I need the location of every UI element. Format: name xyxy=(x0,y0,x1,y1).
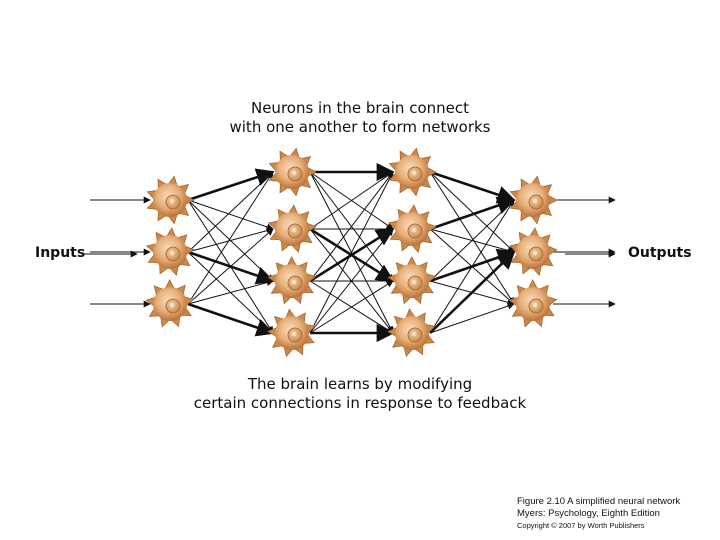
neuron xyxy=(267,308,316,358)
connection xyxy=(309,171,394,230)
connection xyxy=(187,171,274,253)
neuron xyxy=(388,147,437,197)
connection xyxy=(309,228,394,334)
connection xyxy=(187,228,274,305)
neuron xyxy=(267,204,317,253)
connection xyxy=(429,199,515,282)
top-caption-line1: Neurons in the brain connect xyxy=(250,99,469,117)
io-arrows xyxy=(84,196,616,308)
bottom-caption-line2: certain connections in response to feedb… xyxy=(193,394,527,412)
connection xyxy=(429,171,515,253)
top-caption-line2: with one another to form networks xyxy=(229,118,491,136)
connection xyxy=(187,227,274,253)
connection xyxy=(429,196,516,231)
neuron xyxy=(146,175,195,225)
connection xyxy=(429,170,516,204)
neuron xyxy=(387,256,437,305)
neuron xyxy=(268,147,317,197)
top-caption: Neurons in the brain connect with one an… xyxy=(0,99,720,137)
credit-figure-title: Figure 2.10 A simplified neural network xyxy=(517,496,681,507)
outputs-label: Outputs xyxy=(628,245,692,261)
neuron xyxy=(387,308,436,358)
connection xyxy=(429,171,515,305)
neuron xyxy=(145,279,195,328)
bottom-caption-line1: The brain learns by modifying xyxy=(247,375,473,393)
credit-copyright: Copyright © 2007 by Worth Publishers xyxy=(517,521,645,530)
inputs-label: Inputs xyxy=(35,245,86,261)
connection xyxy=(429,250,516,334)
figure-credit: Figure 2.10 A simplified neural network … xyxy=(517,496,680,531)
neuron xyxy=(267,256,317,305)
neuron xyxy=(509,175,558,225)
connection xyxy=(309,227,395,283)
neuron xyxy=(387,204,437,253)
connection xyxy=(429,302,515,334)
connection xyxy=(187,279,274,305)
connection xyxy=(187,199,274,231)
connection xyxy=(309,171,394,334)
connection xyxy=(187,168,275,202)
neuron xyxy=(508,279,558,328)
neuron xyxy=(145,227,195,276)
credit-source: Myers: Psychology, Eighth Edition xyxy=(517,508,660,519)
neurons xyxy=(145,147,558,358)
connection xyxy=(309,171,394,282)
connections xyxy=(187,162,516,343)
connection xyxy=(187,171,274,305)
connection xyxy=(309,280,394,334)
connection xyxy=(187,302,275,337)
connection xyxy=(429,199,515,334)
neuron xyxy=(508,227,558,277)
bottom-caption: The brain learns by modifying certain co… xyxy=(0,375,720,413)
